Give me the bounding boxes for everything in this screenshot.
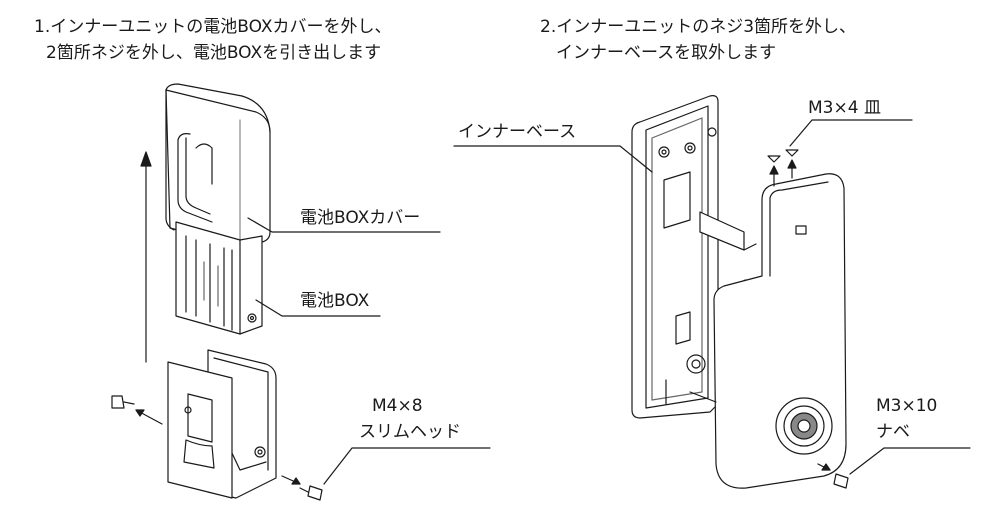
- inner-base-label: インナーベース: [458, 122, 577, 142]
- cylinder-knob-icon: [775, 397, 833, 455]
- m4-screw-type-label: スリムヘッド: [359, 422, 461, 442]
- m4-screw-size-label: M4×8: [372, 396, 423, 416]
- inner-base-leader-line: [453, 145, 653, 173]
- battery-box-leader-line: [255, 299, 381, 317]
- spindle-shaft: [689, 391, 717, 403]
- m4-screw-leader-line: [323, 447, 491, 485]
- battery-box-cover-label: 電池BOXカバー: [300, 208, 421, 228]
- m4-screw-right-icon: [281, 475, 323, 501]
- inner-base-bracket: [699, 211, 757, 289]
- step1-instruction-line2: 2箇所ネジを外し、電池BOXを引き出します: [46, 43, 382, 63]
- pull-up-arrow: [140, 151, 152, 363]
- m3x10-screw-leader-line: [849, 447, 971, 475]
- battery-box-cover: [165, 83, 271, 247]
- m4-screw-left-icon: [111, 395, 163, 425]
- step1-instruction-line1: 1.インナーユニットの電池BOXカバーを外し、: [34, 17, 392, 37]
- battery-cover-leader-line: [247, 217, 441, 233]
- m3x4-screw-label: M3×4 皿: [808, 98, 881, 118]
- battery-box-label: 電池BOX: [300, 291, 370, 311]
- battery-box: [175, 221, 263, 335]
- m3x10-screw-icon: [817, 463, 849, 489]
- step2-instruction-line1: 2.インナーユニットのネジ3箇所を外し、: [540, 17, 857, 37]
- m3x4-screw-icon: [767, 149, 799, 187]
- inner-base: [631, 95, 719, 419]
- step2-instruction-line2: インナーベースを取外します: [556, 43, 777, 63]
- inner-unit-lower: [167, 349, 277, 499]
- m3x10-screw-type-label: ナベ: [876, 422, 910, 442]
- m3x4-screw-leader-line: [789, 119, 913, 147]
- m3x10-screw-size-label: M3×10: [876, 396, 938, 416]
